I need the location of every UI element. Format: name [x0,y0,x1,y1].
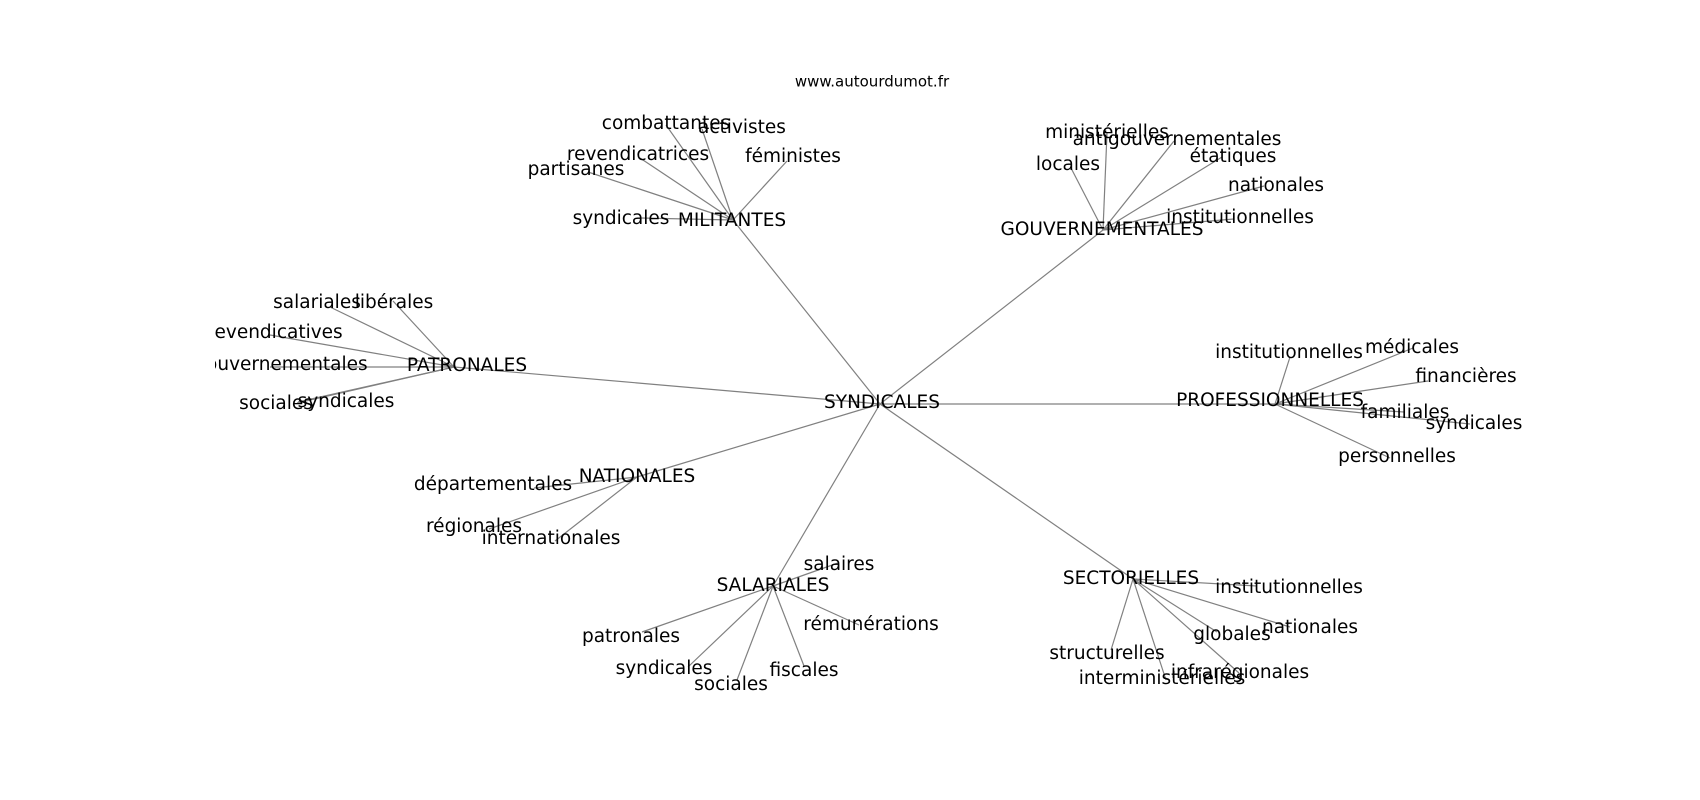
edge-0-5 [640,217,734,221]
edge-1-0 [1102,132,1108,231]
edge-1-3 [1102,156,1223,231]
leaf-node-label: personnelles [1338,446,1456,467]
leaf-node-label: régionales [426,516,522,537]
leaf-node-label: activistes [698,117,786,138]
leaf-node-label: salariales [273,292,361,313]
leaf-node-label: interministérielles [1079,668,1246,689]
leaf-node-label: ministérielles [1045,122,1169,143]
edge-4-2 [554,476,638,542]
leaf-node-label: syndicales [616,658,713,679]
leaf-node-label: partisanes [528,159,625,180]
cluster-node-label: MILITANTES [678,210,786,231]
leaf-node-label: revendicatrices [567,144,709,165]
edge-4-0 [533,476,638,489]
leaf-node-label: familiales [1361,402,1450,423]
edge-4-1 [488,476,638,530]
edge-1-5 [1102,218,1235,231]
edge-6-3 [1110,578,1134,651]
leaf-node-label: sociales [239,393,313,414]
leaf-node-label: locales [1036,154,1100,175]
edge-0-0 [665,124,734,221]
leaf-node-label: institutionnelles [1215,577,1363,598]
edge-5-1 [772,585,860,626]
edge-2-1 [392,300,455,368]
edge-1-2 [1070,167,1104,231]
edge-6-4 [1132,578,1240,674]
leaf-node-label: globales [1193,624,1270,645]
leaf-node-label: syndicales [1426,413,1523,434]
leaf-node-label: gouvernementales [215,354,368,375]
edge-3-1 [1274,347,1414,405]
edge-0-4 [587,171,734,221]
leaf-node-label: financières [1415,366,1516,387]
edge-root-2 [453,366,881,405]
leaf-node-label: salaires [804,554,875,575]
edges [269,124,1471,681]
cluster-node-label: SALARIALES [717,575,830,596]
leaf-node-label: infrarégionales [1171,662,1309,683]
edge-5-3 [687,585,774,668]
leaf-node-label: sociales [694,674,768,695]
cluster-node-label: GOUVERNEMENTALES [1001,219,1204,240]
edge-6-0 [1132,578,1258,587]
leaf-node-label: internationales [482,528,621,549]
edge-2-0 [329,306,455,368]
leaf-node-label: institutionnelles [1215,342,1363,363]
leaf-node-label: libérales [355,292,434,313]
edge-3-3 [1274,403,1405,413]
leaf-node-label: institutionnelles [1166,207,1314,228]
cluster-node-label: SECTORIELLES [1063,568,1199,589]
leaf-node-label: combattantes [602,113,730,134]
edge-5-0 [772,562,839,587]
leaf-node-label: nationales [1262,617,1358,638]
edge-root-4 [636,403,881,478]
leaf-node-label: féministes [745,146,841,167]
edge-2-5 [297,366,455,403]
edge-0-1 [701,128,734,221]
edge-root-1 [879,229,1104,405]
root-node-label: SYNDICALES [824,392,940,413]
leaf-node-label: étatiques [1190,146,1277,167]
leaf-node-label: médicales [1365,337,1459,358]
leaf-node-label: fiscales [770,660,839,681]
leaf-node-label: revendicatives [215,322,343,343]
edge-6-2 [1132,578,1291,628]
leaf-node-label: patronales [582,626,680,647]
edge-6-1 [1132,578,1218,633]
edge-0-3 [732,160,788,221]
cluster-node-label: NATIONALES [579,466,696,487]
leaf-node-label: départementales [414,474,572,495]
edge-6-5 [1132,578,1167,681]
edge-5-5 [772,585,805,667]
edge-2-2 [269,334,455,368]
edge-1-1 [1102,140,1175,231]
leaf-node-label: rémunérations [803,614,938,635]
edge-1-4 [1102,185,1265,231]
edge-5-2 [641,585,774,633]
leaf-node-label: syndicales [298,391,395,412]
cluster-node-label: PROFESSIONNELLES [1176,390,1364,411]
leaf-node-label: nationales [1228,175,1324,196]
edge-root-0 [732,219,881,405]
edge-3-2 [1274,380,1429,405]
cluster-node-label: PATRONALES [407,355,527,376]
edge-3-5 [1274,403,1391,459]
edge-5-4 [736,585,774,681]
edge-0-2 [639,157,734,221]
leaf-node-label: structurelles [1049,643,1164,664]
edge-3-0 [1274,356,1291,405]
leaf-node-label: syndicales [573,208,670,229]
edge-3-4 [1274,403,1471,425]
edge-root-6 [879,403,1134,580]
leaf-node-label: antigouvernementales [1073,129,1282,150]
edge-root-5 [772,403,881,587]
site-watermark: www.autourdumot.fr [795,73,950,91]
